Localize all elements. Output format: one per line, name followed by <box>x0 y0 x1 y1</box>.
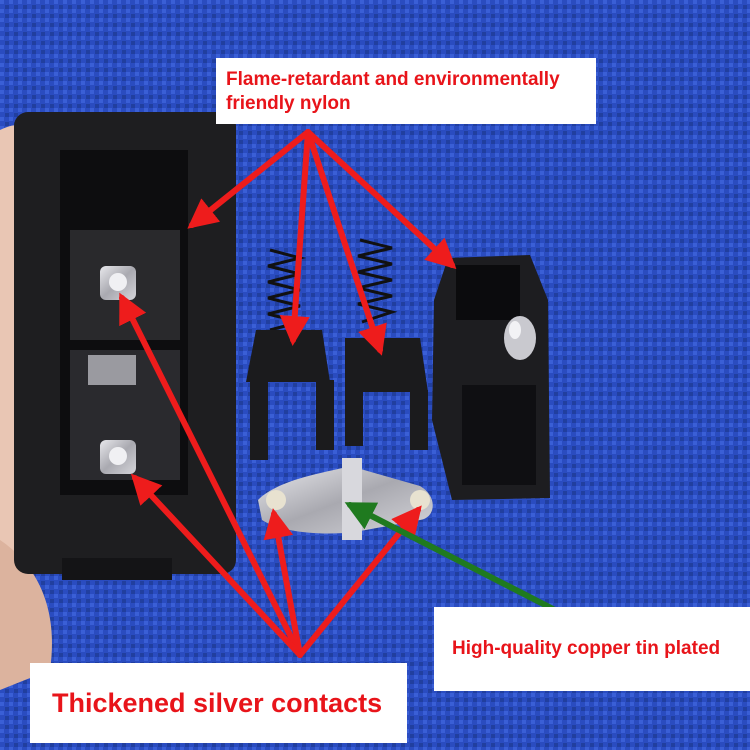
housing-silver-contacts <box>88 266 136 474</box>
silver-arrows <box>119 292 422 658</box>
copper-label: High-quality copper tin plated <box>434 607 750 691</box>
plunger-right <box>345 338 428 450</box>
silver-contacts-label: Thickened silver contacts <box>30 663 407 743</box>
switch-housing <box>14 112 236 580</box>
spring-left <box>267 248 306 332</box>
spring-right <box>357 238 398 324</box>
nylon-arrows <box>187 129 457 356</box>
rocker-actuator <box>432 255 550 500</box>
copper-arrow <box>344 502 558 613</box>
nylon-label: Flame-retardant and environmentally frie… <box>216 58 596 124</box>
